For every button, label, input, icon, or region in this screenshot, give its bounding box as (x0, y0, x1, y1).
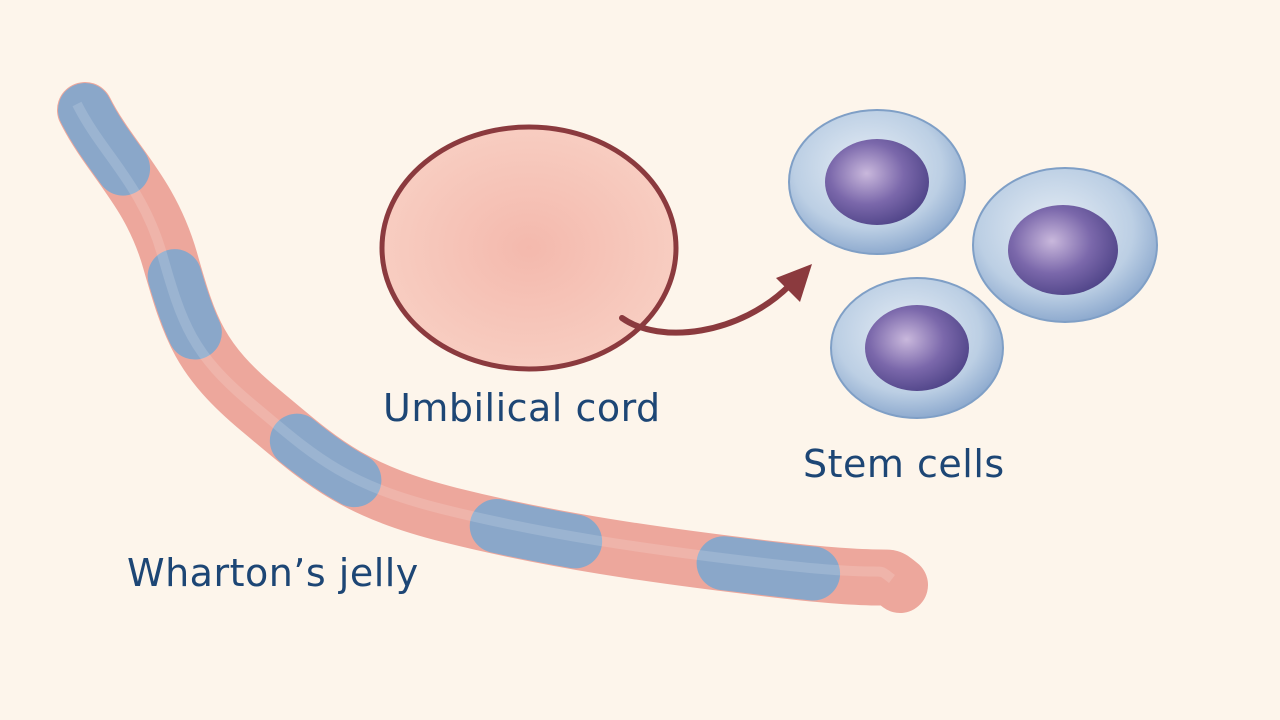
stem-cell (972, 167, 1158, 323)
umbilical-cord-label: Umbilical cord (383, 386, 661, 430)
stem-cells-label: Stem cells (803, 442, 1005, 486)
umbilical-cord-strand (57, 82, 928, 613)
stem-cell (788, 109, 966, 255)
arrow (619, 264, 812, 336)
stem-cell (830, 277, 1004, 419)
whartons-jelly-label: Wharton’s jelly (127, 551, 419, 595)
umbilical-cord-cross-section (379, 124, 679, 372)
